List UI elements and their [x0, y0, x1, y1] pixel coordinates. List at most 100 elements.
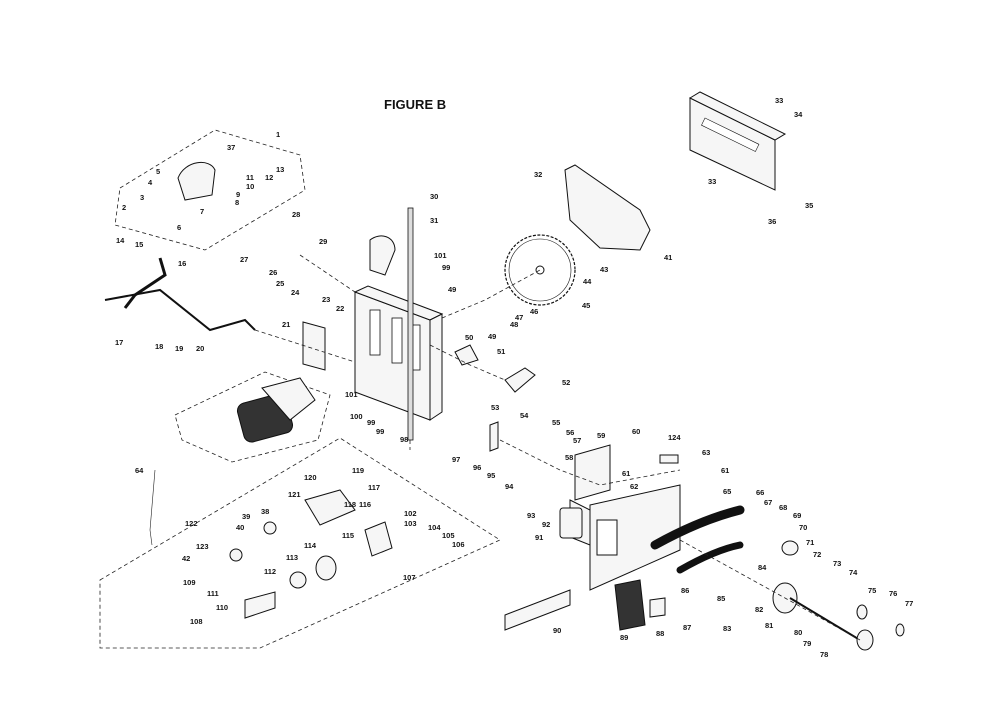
part-label-p96: 96 — [473, 463, 481, 472]
motor-parts-group-outline — [99, 437, 501, 649]
part-label-p84: 84 — [758, 563, 767, 572]
part-label-p13: 13 — [276, 165, 284, 174]
part-label-p60: 60 — [632, 427, 640, 436]
motor-cover-plate — [302, 321, 326, 371]
part-label-p54: 54 — [520, 411, 529, 420]
part-label-p61a: 61 — [622, 469, 630, 478]
part-label-p95: 95 — [487, 471, 495, 480]
part-label-p116: 116 — [359, 500, 371, 509]
rear-trunnion — [504, 367, 536, 393]
trunnion-block — [559, 507, 583, 539]
assembly-line-guard — [299, 254, 356, 293]
part-label-p122: 122 — [185, 519, 198, 528]
part-label-p25: 25 — [276, 279, 284, 288]
part-label-p111: 111 — [207, 589, 219, 598]
part-label-p23: 23 — [322, 295, 330, 304]
part-label-p41: 41 — [664, 253, 672, 262]
part-label-p8: 8 — [235, 198, 239, 207]
part-label-p12: 12 — [265, 173, 273, 182]
part-label-p83: 83 — [723, 624, 731, 633]
part-label-p112: 112 — [264, 567, 276, 576]
part-label-p73: 73 — [833, 559, 841, 568]
part-label-p124: 124 — [668, 433, 681, 442]
part-label-p14: 14 — [116, 236, 125, 245]
part-label-p50: 50 — [465, 333, 473, 342]
part-label-p35: 35 — [805, 201, 813, 210]
part-label-p70: 70 — [799, 523, 807, 532]
part-label-p117: 117 — [368, 483, 380, 492]
label-124 — [659, 454, 679, 464]
part-label-p39: 39 — [242, 512, 250, 521]
motor-field — [315, 555, 337, 581]
part-label-p22: 22 — [336, 304, 344, 313]
part-label-p44: 44 — [583, 277, 592, 286]
part-label-p16: 16 — [178, 259, 186, 268]
part-label-p105: 105 — [442, 531, 455, 540]
handwheel-assembly — [772, 540, 905, 651]
part-label-p118: 118 — [344, 500, 356, 509]
part-label-p59: 59 — [597, 431, 605, 440]
part-label-p18: 18 — [155, 342, 163, 351]
part-label-p61b: 61 — [721, 466, 729, 475]
part-label-p108: 108 — [190, 617, 203, 626]
part-label-p110: 110 — [216, 603, 228, 612]
part-label-p58: 58 — [565, 453, 573, 462]
part-label-p37: 37 — [227, 143, 235, 152]
part-label-p20: 20 — [196, 344, 204, 353]
part-label-p74: 74 — [849, 568, 858, 577]
part-label-p99b: 99 — [367, 418, 375, 427]
figure-title: FIGURE B — [384, 97, 447, 112]
assembly-line-blade — [441, 269, 541, 319]
motor-group-outline — [174, 371, 331, 463]
part-label-p115: 115 — [342, 531, 354, 540]
part-label-p19: 19 — [175, 344, 183, 353]
rotor-washer — [229, 548, 243, 562]
part-label-p30: 30 — [430, 192, 438, 201]
part-label-p88: 88 — [656, 629, 664, 638]
motor-assembly — [236, 377, 316, 443]
part-label-p68: 68 — [779, 503, 787, 512]
part-label-p48: 48 — [510, 320, 518, 329]
part-label-p11: 11 — [246, 173, 254, 182]
part-label-p4: 4 — [148, 178, 153, 187]
part-label-p80: 80 — [794, 628, 802, 637]
part-label-p3: 3 — [140, 193, 144, 202]
part-label-p9: 9 — [236, 190, 240, 199]
riving-knife-guard — [369, 235, 396, 276]
motor-assembly-leader — [149, 469, 156, 546]
assembly-line-handwheel — [679, 539, 861, 641]
part-label-p2: 2 — [122, 203, 126, 212]
part-label-p109: 109 — [183, 578, 196, 587]
tilt-rod — [104, 288, 256, 332]
part-label-p31: 31 — [430, 216, 438, 225]
part-label-p102: 102 — [404, 509, 417, 518]
bevel-scale-plate — [574, 444, 611, 501]
part-label-p123: 123 — [196, 542, 209, 551]
part-label-p21: 21 — [282, 320, 290, 329]
part-label-p34: 34 — [794, 110, 803, 119]
part-label-p33b: 33 — [708, 177, 716, 186]
part-label-p52: 52 — [562, 378, 570, 387]
part-label-p104: 104 — [428, 523, 441, 532]
part-label-p99a: 99 — [442, 263, 450, 272]
part-label-p101a: 101 — [434, 251, 447, 260]
part-label-p38: 38 — [261, 507, 269, 516]
crank-arm — [123, 257, 167, 309]
part-label-p62: 62 — [630, 482, 638, 491]
rear-blade-guard — [564, 164, 651, 251]
motor-end-bell — [364, 521, 393, 557]
part-label-p97: 97 — [452, 455, 460, 464]
blade-guard-cover — [177, 162, 216, 201]
part-label-p65: 65 — [723, 487, 731, 496]
bevel-arc-inner — [676, 541, 744, 574]
part-label-p113: 113 — [286, 553, 298, 562]
part-label-p36: 36 — [768, 217, 776, 226]
part-label-p29: 29 — [319, 237, 327, 246]
part-label-p51: 51 — [497, 347, 505, 356]
part-label-p26: 26 — [269, 268, 277, 277]
part-label-p24: 24 — [291, 288, 300, 297]
part-label-p49b: 49 — [488, 332, 496, 341]
rear-mounting-bracket — [688, 91, 787, 191]
